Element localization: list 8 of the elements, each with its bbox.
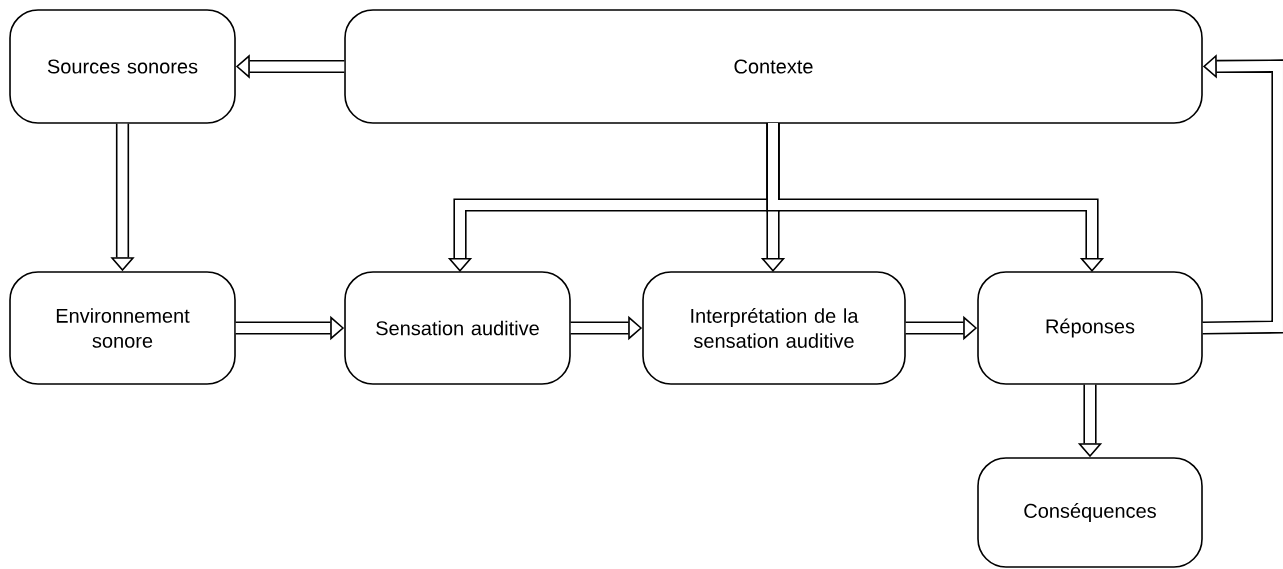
process-box: Environnement sonore — [9, 271, 236, 385]
process-box: Contexte — [344, 9, 1203, 124]
process-box: Sensation auditive — [344, 271, 571, 385]
process-box: Conséquences — [977, 457, 1203, 568]
process-box: Réponses — [977, 271, 1203, 385]
hollow-arrow — [766, 123, 1105, 272]
process-box: Interprétation de la sensation auditive — [642, 271, 906, 385]
process-box: Sources sonores — [9, 9, 236, 124]
